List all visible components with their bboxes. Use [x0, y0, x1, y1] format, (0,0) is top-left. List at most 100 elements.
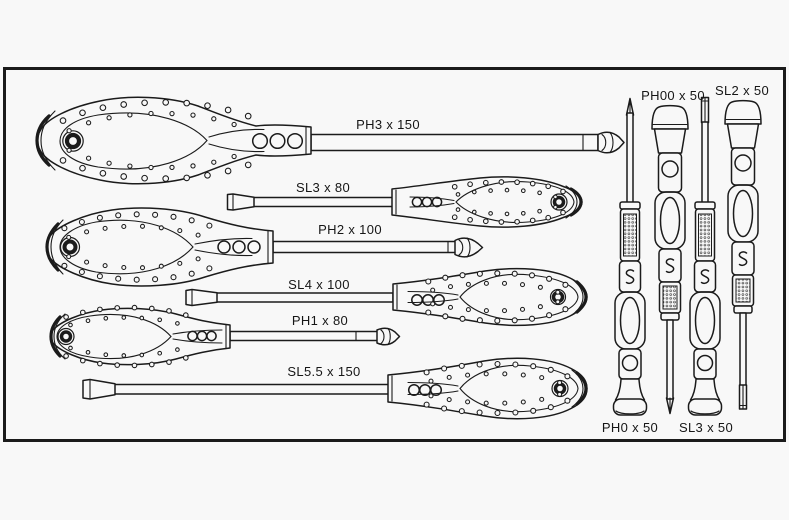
vent-dot [169, 164, 175, 171]
vent-dot [442, 313, 449, 320]
collar [733, 305, 753, 314]
vent-dot [106, 115, 112, 121]
neck [726, 123, 760, 149]
vent-dot [148, 305, 155, 312]
vent-dot [139, 352, 145, 358]
thumb-hole [621, 354, 639, 372]
tip-flute [601, 133, 607, 152]
vent-dot [520, 372, 526, 378]
neck-contour [172, 329, 223, 335]
vent-dot [127, 112, 133, 118]
vent-dot [106, 160, 112, 166]
vent-dot [446, 397, 452, 403]
neck-contour [409, 196, 455, 202]
thumb-hole [734, 154, 752, 172]
vent-dot [177, 260, 183, 266]
vent-dot [465, 399, 471, 405]
vent-dot [61, 262, 68, 269]
neck-contour [194, 237, 253, 245]
vent-dot [547, 404, 554, 411]
label-sl3x50: SL3 x 50 [678, 420, 734, 435]
flat-tip [185, 288, 218, 307]
collar [660, 312, 680, 321]
vent-dot [68, 322, 73, 328]
vent-dot [494, 360, 501, 368]
end-cap [612, 398, 648, 416]
shaft [626, 112, 634, 204]
vent-dot [183, 99, 191, 107]
screwdriver-sl55x150 [82, 357, 588, 420]
vent-dots [425, 270, 569, 295]
end-cap [724, 99, 762, 125]
collar [619, 201, 641, 210]
screwdriver-sl4x100 [185, 267, 588, 327]
vent-dot [539, 396, 545, 402]
vent-dot [121, 353, 127, 358]
vent-dot [115, 212, 122, 219]
vent-dot [537, 208, 542, 214]
vent-dot [66, 147, 72, 153]
vent-dot [562, 306, 569, 313]
butt-arc-thin [53, 313, 66, 360]
tip-flute [387, 327, 391, 346]
flat-tip [226, 193, 255, 211]
vent-dot [441, 365, 448, 372]
precision-screwdriver-ph0x50 [612, 97, 648, 416]
vent-dot [79, 164, 86, 172]
vent-dot [211, 159, 217, 165]
vent-dot [562, 281, 569, 288]
vent-dot [204, 102, 211, 110]
cap-line [615, 410, 645, 415]
vent-dot [514, 179, 520, 186]
vent-dot [63, 314, 69, 320]
vent-dot [467, 181, 473, 188]
screwdriver-ph2x100 [45, 207, 484, 287]
vent-dot [66, 234, 72, 240]
vent-dot [195, 256, 201, 262]
upper-section [657, 152, 683, 193]
vent-dot [546, 312, 553, 319]
vent-dot [78, 218, 85, 226]
vent-dot [183, 174, 191, 182]
vent-dot [494, 409, 501, 417]
hang-ring [549, 288, 567, 306]
vent-dot [162, 175, 170, 182]
vent-dot [120, 173, 128, 180]
vent-dot [59, 157, 67, 164]
bulge-window [619, 296, 641, 345]
vent-dot [131, 304, 138, 311]
vent-dot [459, 315, 466, 322]
tip-point [668, 408, 672, 414]
vent-dot [564, 373, 571, 380]
neck-contour [208, 143, 265, 153]
tip-flute [466, 237, 471, 258]
vent-dot [139, 315, 145, 321]
vent-dot [182, 312, 189, 318]
vent-dot [465, 307, 471, 313]
vent-dot [520, 188, 526, 194]
hang-ring [550, 193, 568, 211]
bulge-window [694, 296, 716, 345]
vent-dot [139, 223, 146, 229]
vent-dot [115, 275, 122, 282]
shaft [112, 383, 391, 395]
butt-arc [49, 315, 62, 358]
cap-line [690, 410, 720, 415]
collar [694, 201, 716, 210]
vent-dot [537, 284, 543, 290]
vent-dot [529, 217, 536, 224]
vent-dot [557, 380, 563, 386]
vent-dot [102, 263, 108, 269]
grip-hole [206, 330, 217, 342]
vent-dot [148, 110, 154, 117]
vent-dot [537, 190, 542, 196]
vent-dots [451, 204, 566, 225]
vent-dot [476, 317, 483, 324]
vent-dot [121, 315, 127, 320]
vent-dot [553, 204, 558, 210]
vent-dot [103, 352, 109, 358]
vent-dots [423, 360, 571, 386]
vent-dot [514, 218, 520, 225]
grip-hole [433, 294, 445, 306]
vent-dot [471, 209, 477, 215]
